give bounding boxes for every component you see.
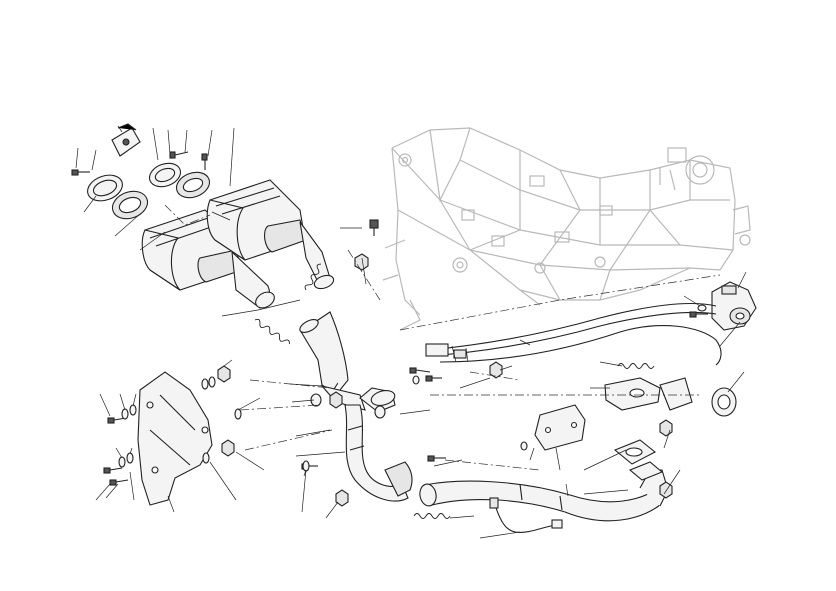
bolt (109, 479, 129, 486)
header-flange (613, 387, 737, 481)
washer (121, 408, 129, 420)
rear-header-pipe (344, 387, 413, 502)
nut (335, 489, 349, 507)
bolt (409, 367, 431, 374)
nut (217, 365, 231, 383)
washer (374, 405, 386, 419)
exhaust-valve-actuator (604, 281, 757, 411)
exhaust-spring (304, 263, 322, 291)
bolt (103, 467, 123, 474)
washer (412, 375, 420, 385)
washer (208, 376, 216, 388)
nut (329, 391, 343, 409)
nut (489, 361, 503, 379)
exhaust-springs (254, 263, 655, 519)
exhaust-spring (617, 363, 655, 369)
valve-cables (425, 302, 722, 366)
bolt (71, 169, 90, 176)
washer (201, 378, 209, 390)
bolt (425, 375, 442, 382)
bolt (427, 455, 446, 462)
washer (129, 404, 137, 416)
exhaust-spring (254, 318, 290, 345)
nuts (217, 253, 673, 507)
nut (659, 419, 673, 437)
heat-shield-right (534, 404, 586, 451)
washer (126, 452, 134, 464)
frame (382, 127, 751, 331)
bolt (169, 151, 189, 159)
silencer-right (206, 179, 335, 290)
washer (118, 456, 126, 468)
bolt (689, 311, 708, 318)
nut (221, 439, 235, 457)
washer (697, 304, 707, 312)
assembly-lines (164, 204, 721, 471)
washer (302, 460, 310, 472)
front-header-pipe (419, 469, 669, 522)
exhaust-spring (413, 513, 451, 519)
mid-pipe (299, 311, 366, 411)
lambda-sensor (489, 497, 563, 533)
silencer-clamp-band (87, 123, 211, 220)
leader-lines (75, 125, 747, 539)
bolt (369, 219, 379, 236)
washer (234, 408, 242, 420)
washer (520, 441, 528, 451)
nut (354, 253, 369, 271)
bolts (71, 151, 708, 486)
heat-shield-left (137, 371, 213, 506)
bolt (201, 153, 208, 170)
washer (202, 452, 210, 464)
